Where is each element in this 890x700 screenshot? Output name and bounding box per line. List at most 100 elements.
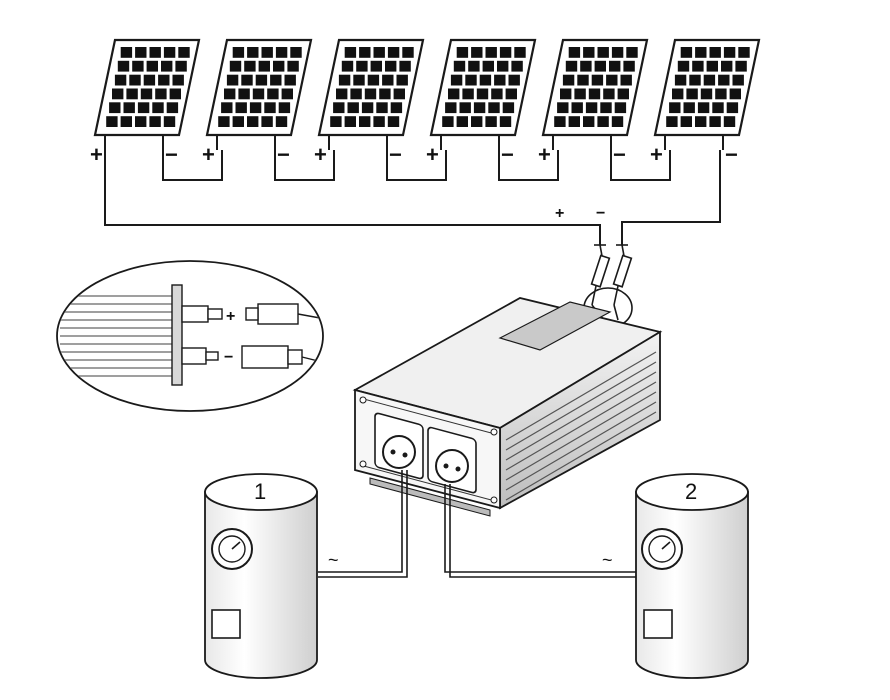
panel-minus-label: − <box>165 142 178 167</box>
solar-cell <box>338 74 351 86</box>
solar-cell <box>585 102 598 114</box>
solar-cell <box>218 116 230 127</box>
solar-cell <box>465 74 477 86</box>
solar-cell <box>382 74 394 86</box>
connector-detail-bubble <box>56 260 324 412</box>
solar-cell <box>244 60 256 72</box>
solar-cell <box>379 88 391 100</box>
solar-cell <box>614 102 627 114</box>
solar-cell <box>488 102 500 114</box>
solar-cell <box>695 116 707 127</box>
solar-cell <box>588 88 601 100</box>
solar-cell <box>554 116 566 127</box>
solar-cell <box>402 47 414 58</box>
solar-cell <box>703 74 716 86</box>
solar-cell <box>597 116 609 127</box>
solar-cell <box>557 102 569 114</box>
panel-plus-label: + <box>426 142 439 167</box>
solar-cell <box>249 102 262 114</box>
solar-cell <box>591 74 604 86</box>
solar-cell <box>479 74 492 86</box>
solar-cell <box>123 102 135 114</box>
solar-cell <box>350 88 362 100</box>
ac-label-1: ~ <box>328 550 339 570</box>
solar-cell <box>471 116 483 127</box>
solar-cell <box>226 74 239 86</box>
solar-panel: +− <box>538 38 649 167</box>
solar-cell <box>462 88 474 100</box>
solar-cell <box>497 60 509 72</box>
solar-cell <box>137 102 150 114</box>
solar-cell <box>583 47 595 58</box>
solar-cell <box>273 60 285 72</box>
solar-cell <box>370 60 382 72</box>
solar-cell <box>376 102 388 114</box>
solar-cell <box>499 47 512 58</box>
solar-cell <box>611 116 624 127</box>
solar-cell <box>267 88 279 100</box>
solar-cell <box>505 88 517 100</box>
solar-cell <box>255 74 268 86</box>
bus-plus-label: + <box>555 205 564 222</box>
solar-cell <box>721 60 733 72</box>
solar-cell <box>275 47 288 58</box>
solar-cell <box>261 47 273 58</box>
solar-cell <box>247 47 259 58</box>
solar-cell <box>281 88 293 100</box>
ac-socket-1 <box>374 412 424 480</box>
solar-cell <box>396 74 408 86</box>
solar-cell <box>574 88 586 100</box>
water-heater-1 <box>204 473 318 679</box>
solar-cell <box>729 88 741 100</box>
solar-cell <box>735 60 747 72</box>
solar-cell <box>221 102 233 114</box>
detail-plus-label: + <box>226 308 235 325</box>
solar-panel: +− <box>650 38 761 167</box>
solar-cell <box>683 102 695 114</box>
solar-cell <box>175 60 187 72</box>
bus-minus-label: − <box>596 205 605 222</box>
solar-cell <box>738 47 750 58</box>
solar-cell <box>453 60 466 72</box>
solar-cell <box>114 74 127 86</box>
solar-cell <box>468 60 480 72</box>
solar-cell <box>611 47 624 58</box>
solar-cell <box>450 74 463 86</box>
solar-cell <box>347 102 359 114</box>
solar-cell <box>568 47 581 58</box>
solar-cell <box>161 60 173 72</box>
solar-cell <box>247 116 259 127</box>
inverter <box>352 297 663 517</box>
solar-cell <box>456 116 468 127</box>
solar-cell <box>674 74 687 86</box>
solar-panel-array: +−+−+−+−+−+− <box>90 38 761 167</box>
solar-cell <box>143 74 156 86</box>
solar-cell <box>155 88 167 100</box>
solar-cell <box>387 47 400 58</box>
solar-cell <box>514 47 526 58</box>
solar-cell <box>726 102 739 114</box>
solar-cell <box>583 116 595 127</box>
solar-cell <box>361 102 374 114</box>
solar-cell <box>511 60 523 72</box>
solar-cell <box>106 116 118 127</box>
solar-cell <box>502 102 515 114</box>
solar-cell <box>112 88 124 100</box>
solar-cell <box>232 116 244 127</box>
solar-cell <box>499 116 512 127</box>
solar-cell <box>709 47 721 58</box>
solar-cell <box>359 47 371 58</box>
solar-cell <box>166 102 179 114</box>
solar-cell <box>146 60 158 72</box>
panel-plus-label: + <box>314 142 327 167</box>
solar-cell <box>385 60 397 72</box>
solar-cell <box>364 88 377 100</box>
solar-cell <box>333 102 345 114</box>
solar-cell <box>270 74 282 86</box>
solar-cell <box>367 74 380 86</box>
solar-cell <box>562 74 575 86</box>
solar-cell <box>580 60 592 72</box>
solar-cell <box>353 74 365 86</box>
solar-cell <box>571 102 583 114</box>
